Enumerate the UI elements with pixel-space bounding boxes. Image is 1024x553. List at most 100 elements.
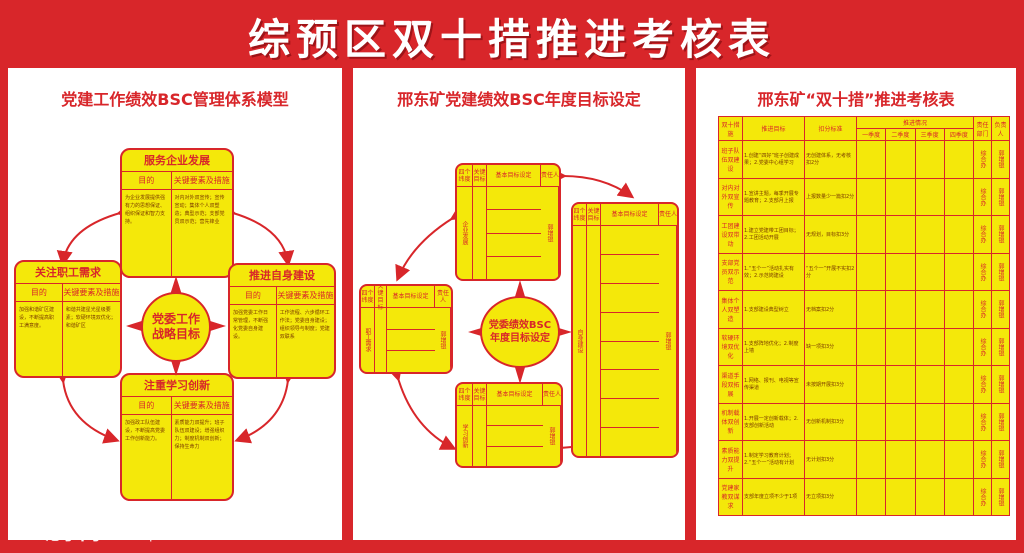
row-dept: 综合办 [973, 252, 992, 291]
row-q1 [855, 365, 887, 404]
assessment-table: 双十措施 推进目标 扣分标准 推进情况 责任部门 负责人 一季度 二季度 三季度… [718, 116, 1010, 516]
col-measures: 关键要素及措施 [63, 288, 120, 297]
panel-bsc-model: 党建工作绩效BSC管理体系模型 服务企业发展 目的关键要素及措施 为企业发展提供… [8, 68, 342, 540]
row-name: 对内对外双宣传 [718, 177, 743, 216]
row-q1 [855, 140, 887, 179]
row-q2 [885, 440, 916, 479]
row-name: 软硬环境双优化 [718, 327, 743, 366]
row-score: 缺一项扣3分 [804, 327, 857, 366]
purpose-text: 加强政工队伍建设，不断提高党委工作创新能力。 [122, 415, 172, 499]
card-title: 关注职工需求 [16, 262, 120, 284]
head-owner: 负责人 [991, 116, 1010, 141]
head-q3: 三季度 [914, 128, 945, 141]
row-name: 渠道手段双拓展 [718, 365, 743, 404]
row-goal: 1.宣讲主题，每季开展专题教育；2.支部月上报 [742, 177, 805, 216]
panel1-title: 党建工作绩效BSC管理体系模型 [61, 90, 289, 109]
row-q4 [943, 477, 975, 516]
row-q3 [914, 477, 945, 516]
head-q1: 一季度 [855, 128, 887, 141]
main-title: 综预区双十措推进考核表 [247, 15, 776, 64]
row-q3 [914, 252, 945, 291]
measures-text: 对内对外双宣传；宣传宣动；集体个人双塑造；典型示范；支部党员双示范；营先锋业 [174, 195, 225, 225]
panel-annual-goals: 邢东矿党建绩效BSC年度目标设定 四个纬度关键目标基本目标设定责任人 企业发展郭… [353, 68, 685, 540]
row-goal: 支部年度立项不少于1项 [742, 477, 805, 516]
panel2-title: 邢东矿党建绩效BSC年度目标设定 [397, 90, 641, 109]
row-name: 支部党员双示范 [718, 252, 743, 291]
row-goal: 1.支部阵地优化；2.制度上墙 [742, 327, 805, 366]
head-goal: 推进目标 [742, 116, 805, 141]
row-q2 [885, 327, 916, 366]
row-q3 [914, 215, 945, 254]
row-goal: 1.创建“四好”班子创建成果；2.党委中心组学习 [742, 140, 805, 179]
row-owner: 郭增银 [991, 327, 1010, 366]
row-q4 [943, 365, 975, 404]
measures-text: 素质能力双提升；班子队伍双建设；增强组织力；制度机制双创新；保持生命力 [174, 420, 225, 450]
row-name: 机制载体双创新 [718, 402, 743, 441]
row-q3 [914, 327, 945, 366]
row-goal: 1.“五个一”活动扎实有效；2.示范岗建设 [742, 252, 805, 291]
col-purpose: 目的 [122, 397, 172, 414]
row-score: 无立项扣3分 [804, 477, 857, 516]
panel3-title: 邢东矿“双十措”推进考核表 [757, 90, 955, 109]
card-learning-innovation: 注重学习创新 目的关键要素及措施 加强政工队伍建设，不断提高党委工作创新能力。素… [120, 373, 234, 501]
col-purpose: 目的 [122, 172, 172, 189]
table-row: 党建家教双谋求支部年度立项不少于1项无立项扣3分综合办郭增银 [718, 477, 1010, 516]
row-q3 [914, 140, 945, 179]
row-owner: 郭增银 [991, 290, 1010, 329]
measures-text: 和谐共建星光星级要素；软硬环境双优化；和谐矿区 [65, 307, 116, 329]
row-q4 [943, 215, 975, 254]
cycle-arrows [53, 201, 298, 444]
row-owner: 郭增银 [991, 477, 1010, 516]
row-name: 班子队伍双建设 [718, 140, 743, 179]
col-measures: 关键要素及措施 [277, 291, 334, 300]
goal-card-enterprise: 四个纬度关键目标基本目标设定责任人 企业发展郭增银 [455, 163, 561, 281]
row-owner: 郭增银 [991, 440, 1010, 479]
row-goal: 1.建立党建带工团目标；2.工团活动开展 [742, 215, 805, 254]
row-owner: 郭增银 [991, 402, 1010, 441]
row-owner: 郭增银 [991, 140, 1010, 179]
row-q1 [855, 440, 887, 479]
row-q2 [885, 290, 916, 329]
row-q4 [943, 290, 975, 329]
card-worker-needs: 关注职工需求 目的关键要素及措施 加强和谐矿区建设，不断提高职工满意度。和谐共建… [14, 260, 122, 378]
row-score: 无创新机制扣3分 [804, 402, 857, 441]
row-q1 [855, 327, 887, 366]
head-item: 双十措施 [718, 116, 743, 141]
row-dept: 综合办 [973, 140, 992, 179]
head-q2: 二季度 [885, 128, 916, 141]
goal-card-self: 四个纬度关键目标基本目标设定责任人 自身建设郭增银 [571, 202, 679, 458]
col-purpose: 目的 [230, 287, 277, 304]
row-owner: 郭增银 [991, 177, 1010, 216]
head-score: 扣分标准 [804, 116, 857, 141]
title-band [0, 0, 1024, 66]
row-q1 [855, 290, 887, 329]
strategy-center: 党委工作 战略目标 [141, 292, 211, 362]
head-dept: 责任部门 [973, 116, 992, 141]
row-goal: 1.开展一定创新载体；2.支部创新活动 [742, 402, 805, 441]
row-q2 [885, 365, 916, 404]
row-q4 [943, 402, 975, 441]
row-q4 [943, 440, 975, 479]
row-q1 [855, 215, 887, 254]
row-q3 [914, 365, 945, 404]
row-q2 [885, 252, 916, 291]
row-owner: 郭增银 [991, 365, 1010, 404]
card-title: 服务企业发展 [122, 150, 232, 172]
row-q1 [855, 477, 887, 516]
row-q3 [914, 290, 945, 329]
row-q2 [885, 140, 916, 179]
card-serve-enterprise: 服务企业发展 目的关键要素及措施 为企业发展提供强有力的思想保证、组织保证和智力… [120, 148, 234, 278]
row-q1 [855, 252, 887, 291]
card-title: 推进自身建设 [230, 265, 334, 287]
goal-card-learning: 四个纬度关键目标基本目标设定责任人 学习创新郭增银 [455, 382, 563, 468]
head-q4: 四季度 [943, 128, 975, 141]
